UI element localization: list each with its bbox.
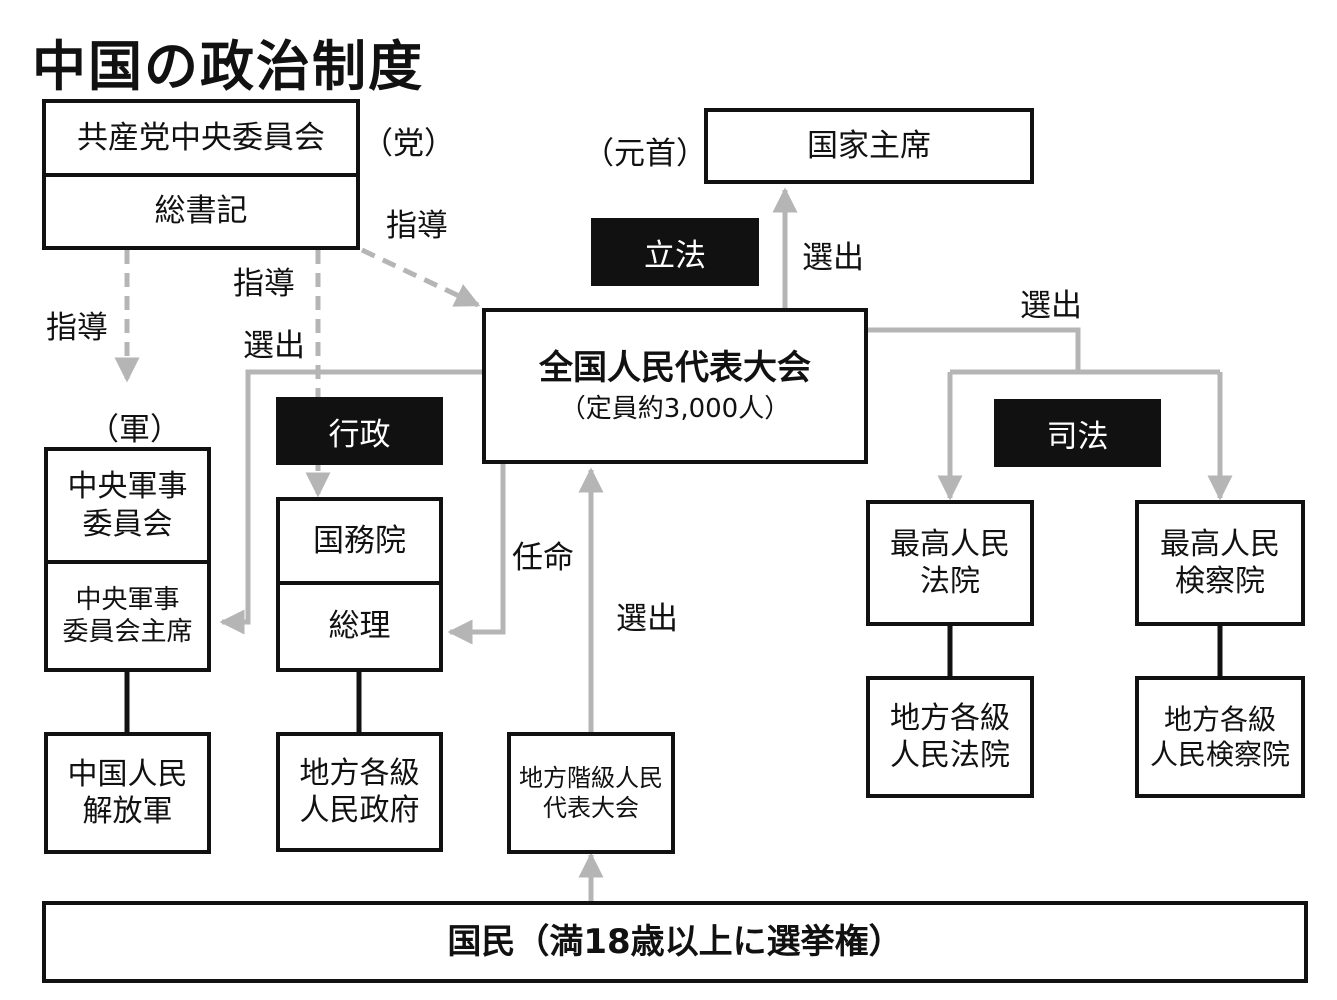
guide-npc-label: 指導	[386, 208, 448, 244]
party-central-committee-box: 共産党中央委員会	[42, 99, 360, 177]
npc-to-premier-arrow	[447, 462, 506, 645]
npc-members: （定員約3,000人）	[559, 394, 791, 424]
cmc-chair-line-2: 委員会主席	[62, 617, 193, 647]
page-title: 中国の政治制度	[32, 35, 424, 98]
executive-branch-text: 行政	[328, 416, 391, 453]
npc-box: 全国人民代表大会 （定員約3,000人）	[482, 308, 868, 464]
local-congress-line-1: 地方階級人民	[519, 764, 663, 792]
general-secretary-label: 総書記	[154, 193, 248, 230]
party-tag: （党）	[362, 126, 455, 162]
supreme-procuratorate-line-1: 最高人民	[1160, 526, 1280, 562]
cmc-box: 中央軍事 委員会	[44, 447, 211, 564]
premier-label: 総理	[328, 608, 391, 645]
local-court-line-2: 人民法院	[890, 738, 1010, 773]
supreme-procuratorate-box: 最高人民 検察院	[1135, 500, 1305, 626]
party-to-npc-arrow	[360, 247, 481, 308]
local-court-line-1: 地方各級	[890, 700, 1010, 736]
supreme-court-line-1: 最高人民	[890, 526, 1010, 562]
cmc-chair-line-1: 中央軍事	[75, 584, 180, 615]
npc-to-judiciary-line	[868, 327, 1081, 372]
pla-box: 中国人民 解放軍	[44, 732, 211, 854]
citizens-label: 国民（満18歳以上に選挙権）	[447, 921, 903, 962]
state-council-box: 国務院	[276, 497, 443, 585]
guide-state-council-label: 指導	[233, 266, 295, 302]
pla-line-2: 解放軍	[82, 794, 173, 829]
local-court-box: 地方各級 人民法院	[866, 676, 1034, 798]
npc-name: 全国人民代表大会	[539, 347, 811, 388]
local-congress-box: 地方階級人民 代表大会	[507, 732, 675, 854]
local-procuratorate-line-1: 地方各級	[1163, 703, 1276, 736]
elect-npc-label: 選出	[616, 601, 678, 637]
legislative-branch-text: 立法	[644, 237, 706, 274]
local-government-line-2: 人民政府	[299, 793, 420, 828]
local-government-box: 地方各級 人民政府	[276, 732, 443, 852]
judicial-branch-label: 司法	[994, 399, 1161, 467]
cmc-chair-box: 中央軍事 委員会主席	[44, 560, 211, 672]
executive-branch-label: 行政	[276, 397, 443, 465]
supreme-court-box: 最高人民 法院	[866, 500, 1034, 626]
party-central-committee-label: 共産党中央委員会	[77, 119, 325, 156]
local-procuratorate-line-2: 人民検察院	[1149, 738, 1290, 771]
local-government-line-1: 地方各級	[299, 755, 420, 791]
head-of-state-label: 国家主席	[807, 127, 931, 164]
supreme-procuratorate-line-2: 検察院	[1175, 564, 1265, 599]
guide-military-label: 指導	[46, 310, 108, 346]
cmc-line-2: 委員会	[82, 506, 173, 542]
military-tag: （軍）	[88, 412, 181, 448]
judicial-branch-text: 司法	[1046, 418, 1109, 455]
supreme-court-line-2: 法院	[920, 564, 980, 599]
elect-state-council-label: 選出	[243, 328, 305, 364]
legislative-branch-label: 立法	[591, 218, 759, 286]
appoint-premier-label: 任命	[512, 540, 574, 576]
local-procuratorate-box: 地方各級 人民検察院	[1135, 676, 1305, 798]
elect-judiciary-label: 選出	[1020, 288, 1082, 324]
citizens-box: 国民（満18歳以上に選挙権）	[42, 901, 1308, 983]
local-congress-line-2: 代表大会	[543, 794, 639, 822]
premier-box: 総理	[276, 581, 443, 672]
general-secretary-box: 総書記	[42, 173, 360, 250]
head-of-state-box: 国家主席	[704, 108, 1034, 184]
head-of-state-tag: （元首）	[583, 136, 707, 172]
state-council-label: 国務院	[313, 522, 406, 559]
pla-line-1: 中国人民	[67, 756, 188, 792]
cmc-line-1: 中央軍事	[67, 469, 188, 504]
elect-head-of-state-label: 選出	[802, 240, 864, 276]
npc-to-cmc-chair-arrow	[219, 369, 484, 635]
